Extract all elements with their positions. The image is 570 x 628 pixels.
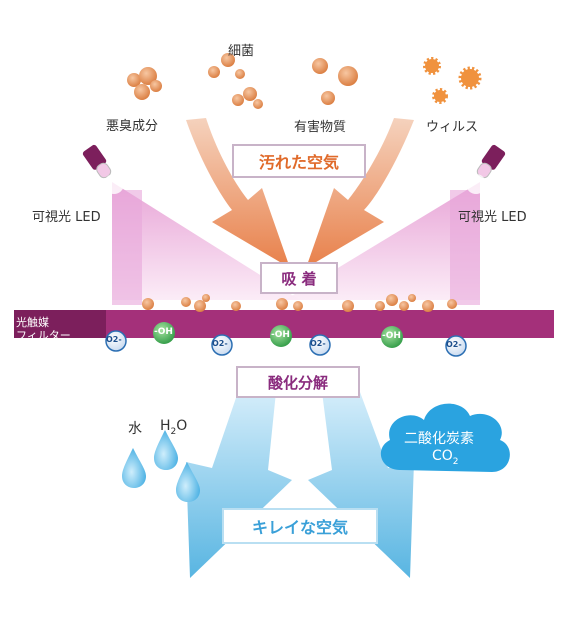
o2-text: O2- — [106, 335, 122, 344]
bacteria-label: 細菌 — [228, 44, 255, 59]
led-left-label: 可視光 LED — [32, 210, 101, 225]
left-light-beam — [112, 182, 300, 300]
led-right-label: 可視光 LED — [458, 210, 527, 225]
h2o-h: H — [160, 418, 171, 434]
malodor-particles — [127, 67, 162, 100]
water-drops — [122, 430, 200, 502]
h2o-sub: 2 — [170, 426, 177, 437]
co2-name-label: 二酸化炭素 — [404, 431, 474, 447]
filter-label: 光触媒 フィルター — [16, 316, 106, 342]
o2-text: O2- — [446, 340, 462, 349]
superoxide-molecules — [105, 330, 467, 357]
hydroxyl-molecules — [153, 322, 403, 348]
filter-label-line1: 光触媒 — [16, 316, 49, 329]
clean-air-arrow-left — [186, 392, 292, 578]
right-beam-column — [450, 190, 480, 305]
led-left-glow — [104, 174, 124, 194]
malodor-label: 悪臭成分 — [106, 119, 159, 134]
o2-text: O2- — [212, 339, 228, 348]
co2-main: CO — [432, 448, 453, 464]
water-label: 水 — [128, 421, 142, 437]
virus-particles — [423, 57, 482, 104]
clean-air-arrow-right — [308, 392, 414, 578]
oh-text: -OH — [154, 327, 173, 337]
left-beam-column — [112, 190, 142, 305]
h2o-label: H2O — [160, 418, 187, 437]
h2o-o: O — [176, 418, 188, 434]
dirty-air-arrow-left — [186, 118, 290, 268]
bacteria-particles — [208, 53, 263, 109]
adsorbed-particles — [142, 294, 457, 312]
harmful-label: 有害物質 — [294, 120, 347, 135]
led-left-icon — [82, 144, 112, 179]
o2-text: O2- — [310, 339, 326, 348]
filter-label-line2: フィルター — [16, 329, 71, 342]
decomposition-box: 酸化分解 — [236, 366, 360, 398]
oh-text: -OH — [271, 330, 290, 340]
co2-formula-label: CO2 — [432, 448, 459, 467]
led-right-glow — [466, 174, 486, 194]
harmful-particles — [312, 58, 358, 105]
filter-label-bg — [14, 310, 106, 338]
co2-cloud — [380, 403, 510, 472]
dirty-air-arrow-right — [306, 118, 414, 268]
co2-sub: 2 — [452, 456, 459, 467]
adsorption-box: 吸 着 — [260, 262, 338, 294]
virus-label: ウィルス — [426, 120, 479, 135]
clean-air-box: キレイな空気 — [222, 508, 378, 544]
dirty-air-box: 汚れた空気 — [232, 144, 366, 178]
oh-text: -OH — [382, 331, 401, 341]
